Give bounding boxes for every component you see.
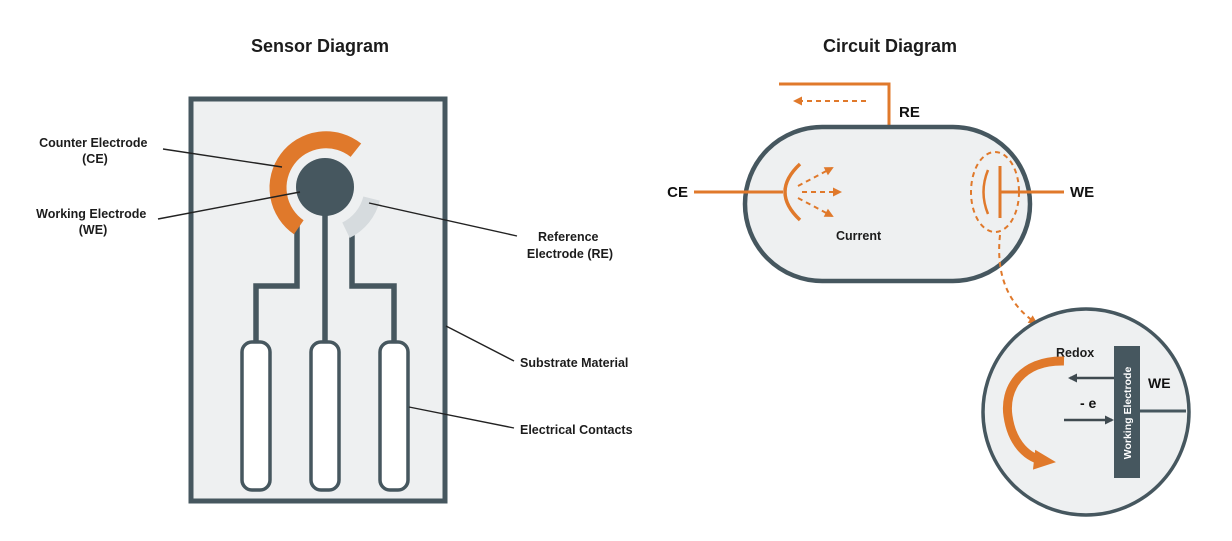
- contact-pad-right: [378, 340, 410, 492]
- counter-electrode-arc: [269, 131, 362, 235]
- re-label: RE: [899, 104, 920, 121]
- redox-cycle-arrow: [1002, 356, 1065, 470]
- redox-label: Redox: [1056, 346, 1094, 360]
- zoom-arrow: [998, 234, 1038, 325]
- pointer-line-substrate: [445, 325, 515, 362]
- label-electrical-contacts: Electrical Contacts: [520, 423, 633, 437]
- reference-electrode-arc: [341, 196, 380, 238]
- contact-pad-left: [240, 340, 272, 492]
- counter-electrode-symbol: [783, 162, 802, 222]
- current-arrow-up: [797, 167, 834, 187]
- cell-body: [742, 124, 1033, 284]
- sensor-title: Sensor Diagram: [251, 36, 389, 56]
- pointer-line-contacts: [408, 406, 515, 429]
- label-working-electrode: Working Electrode (WE): [36, 207, 150, 237]
- working-electrode-bar: [1114, 346, 1140, 478]
- circuit-title: Circuit Diagram: [823, 36, 957, 56]
- we-label: WE: [1070, 184, 1094, 201]
- sensor-diagram: Sensor Diagram Counter Electrode (CE) Wo…: [36, 36, 633, 504]
- label-counter-line2: (CE): [82, 152, 108, 166]
- we-electrode-arc: [982, 169, 990, 215]
- label-substrate-material: Substrate Material: [520, 356, 628, 370]
- pointer-line-working: [157, 191, 301, 220]
- circuit-diagram: Circuit Diagram RE CE Current WE Working…: [667, 36, 1191, 517]
- ce-connector-line: [253, 224, 300, 342]
- label-reference-electrode: Reference Electrode (RE): [527, 230, 613, 261]
- label-working-line2: (WE): [79, 223, 107, 237]
- pointer-line-reference: [368, 202, 518, 237]
- pointer-line-counter: [162, 148, 283, 168]
- label-counter-line1: Counter Electrode: [39, 136, 147, 150]
- label-counter-electrode: Counter Electrode (CE): [39, 136, 151, 166]
- re-connector-line: [349, 228, 397, 342]
- contact-pad-middle: [309, 340, 341, 492]
- working-electrode-circle: [296, 158, 354, 216]
- electron-label: - e: [1080, 395, 1097, 411]
- working-electrode-bar-label: Working Electrode: [1122, 367, 1134, 460]
- inset-we-label: WE: [1148, 375, 1171, 391]
- label-working-line1: Working Electrode: [36, 207, 146, 221]
- ce-label: CE: [667, 184, 688, 201]
- current-arrow-down: [797, 197, 834, 217]
- label-reference-line1: Reference: [538, 230, 598, 244]
- label-reference-line2: Electrode (RE): [527, 247, 613, 261]
- current-label: Current: [836, 229, 882, 243]
- electrode-highlight-ellipse: [970, 151, 1020, 233]
